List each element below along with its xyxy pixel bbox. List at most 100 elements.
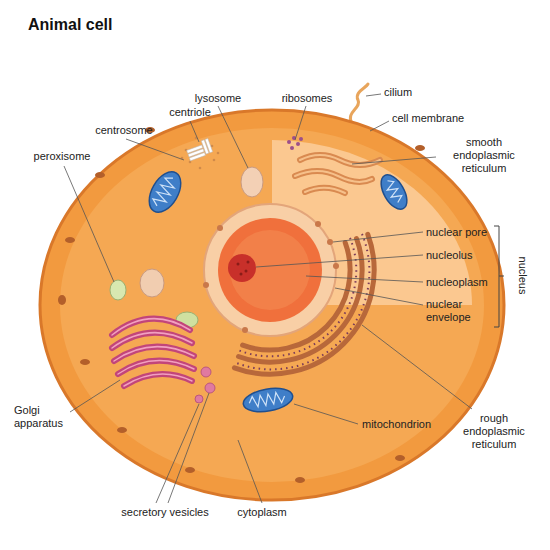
cytoplasm-surface	[60, 128, 484, 482]
leader-line	[256, 255, 423, 267]
ribosomes-shape	[287, 136, 303, 150]
part-label: mitochondrion	[362, 418, 442, 431]
nucleoplasm-shape	[218, 218, 322, 322]
part-label: secretory vesicles	[110, 506, 220, 519]
er-lumen	[295, 171, 372, 182]
er-lumen	[305, 188, 345, 193]
lysosome-shape	[241, 167, 263, 197]
bracket	[494, 226, 504, 327]
nucleolus-shape	[228, 254, 256, 282]
ribosome	[287, 140, 291, 144]
pore	[242, 327, 248, 333]
lumen	[112, 333, 192, 348]
vesicle-shape	[140, 269, 164, 297]
pit	[415, 145, 425, 151]
part-label: nuclear pore	[426, 226, 492, 239]
part-label: cilium	[384, 86, 428, 99]
pit	[58, 295, 66, 305]
lumen	[114, 347, 194, 361]
pit	[65, 237, 75, 243]
lumen	[124, 374, 192, 386]
part-label: rough endoplasmic reticulum	[448, 412, 540, 451]
ribosome	[296, 142, 300, 146]
ribosome	[290, 146, 294, 150]
leader-line	[156, 404, 199, 503]
peroxisome-shape	[110, 280, 126, 300]
leader-lines	[64, 94, 472, 503]
leader-line	[190, 121, 199, 142]
pit	[80, 359, 90, 365]
pit	[395, 455, 405, 461]
leader-line	[366, 94, 381, 96]
dot	[189, 161, 192, 164]
part-label: smooth endoplasmic reticulum	[438, 136, 530, 175]
leader-line	[370, 121, 389, 131]
pit	[185, 467, 195, 473]
er-tube	[300, 155, 380, 165]
cell-body	[40, 110, 504, 500]
vesicle	[195, 395, 203, 403]
part-label: nucleus	[516, 254, 529, 298]
part-label: cell membrane	[392, 112, 482, 125]
dot	[245, 270, 248, 273]
part-label: centriole	[160, 106, 220, 119]
leader-line	[218, 106, 248, 168]
mitochondrion-shape	[376, 171, 412, 214]
outer-membrane	[241, 385, 294, 415]
leader-line	[294, 404, 358, 424]
leader-line	[333, 232, 423, 242]
part-label: nuclear envelope	[426, 298, 476, 324]
leader-line	[295, 106, 306, 140]
diagram-title: Animal cell	[28, 16, 112, 34]
mitochondrion-shape	[241, 385, 294, 415]
cristae	[151, 175, 178, 209]
part-label: Golgi apparatus	[14, 404, 72, 430]
pit	[117, 427, 127, 433]
leader-line	[238, 440, 262, 503]
pit	[95, 172, 105, 178]
leader-line	[70, 380, 120, 412]
cristae	[248, 391, 285, 408]
cristae	[383, 178, 404, 204]
dot	[247, 261, 250, 264]
outer-membrane	[376, 171, 412, 214]
cisterna	[124, 374, 192, 386]
part-label: cytoplasm	[227, 506, 297, 519]
pore	[217, 225, 223, 231]
lumen	[118, 361, 194, 374]
leader-line	[306, 276, 423, 282]
pore	[315, 221, 321, 227]
part-label: ribosomes	[275, 92, 339, 105]
leader-line	[168, 393, 209, 503]
leader-line	[64, 166, 114, 282]
tubule	[205, 138, 213, 152]
pore	[203, 282, 209, 288]
part-label: peroxisome	[27, 150, 97, 163]
golgi-lumen	[112, 319, 194, 386]
mitochondrion-shape	[143, 166, 188, 217]
pore	[327, 239, 333, 245]
nucleolus-texture	[237, 261, 250, 276]
leader-line	[362, 325, 472, 409]
er-lumen	[300, 155, 380, 165]
part-label: lysosome	[188, 92, 248, 105]
dot	[237, 263, 240, 266]
secretory-vesicle-shapes	[195, 367, 215, 403]
er-tube	[305, 188, 345, 193]
leader-line	[352, 157, 436, 164]
cilium-shape	[350, 84, 368, 124]
pore	[333, 263, 339, 269]
dot	[217, 152, 220, 155]
dot	[199, 167, 202, 170]
vesicle	[205, 383, 215, 393]
ribosome	[299, 137, 303, 141]
pit	[295, 477, 305, 483]
part-label: nucleolus	[426, 249, 492, 262]
dot	[213, 159, 216, 162]
part-label: nucleoplasm	[426, 276, 492, 289]
smooth-er-shape	[295, 155, 380, 193]
dot	[240, 273, 243, 276]
